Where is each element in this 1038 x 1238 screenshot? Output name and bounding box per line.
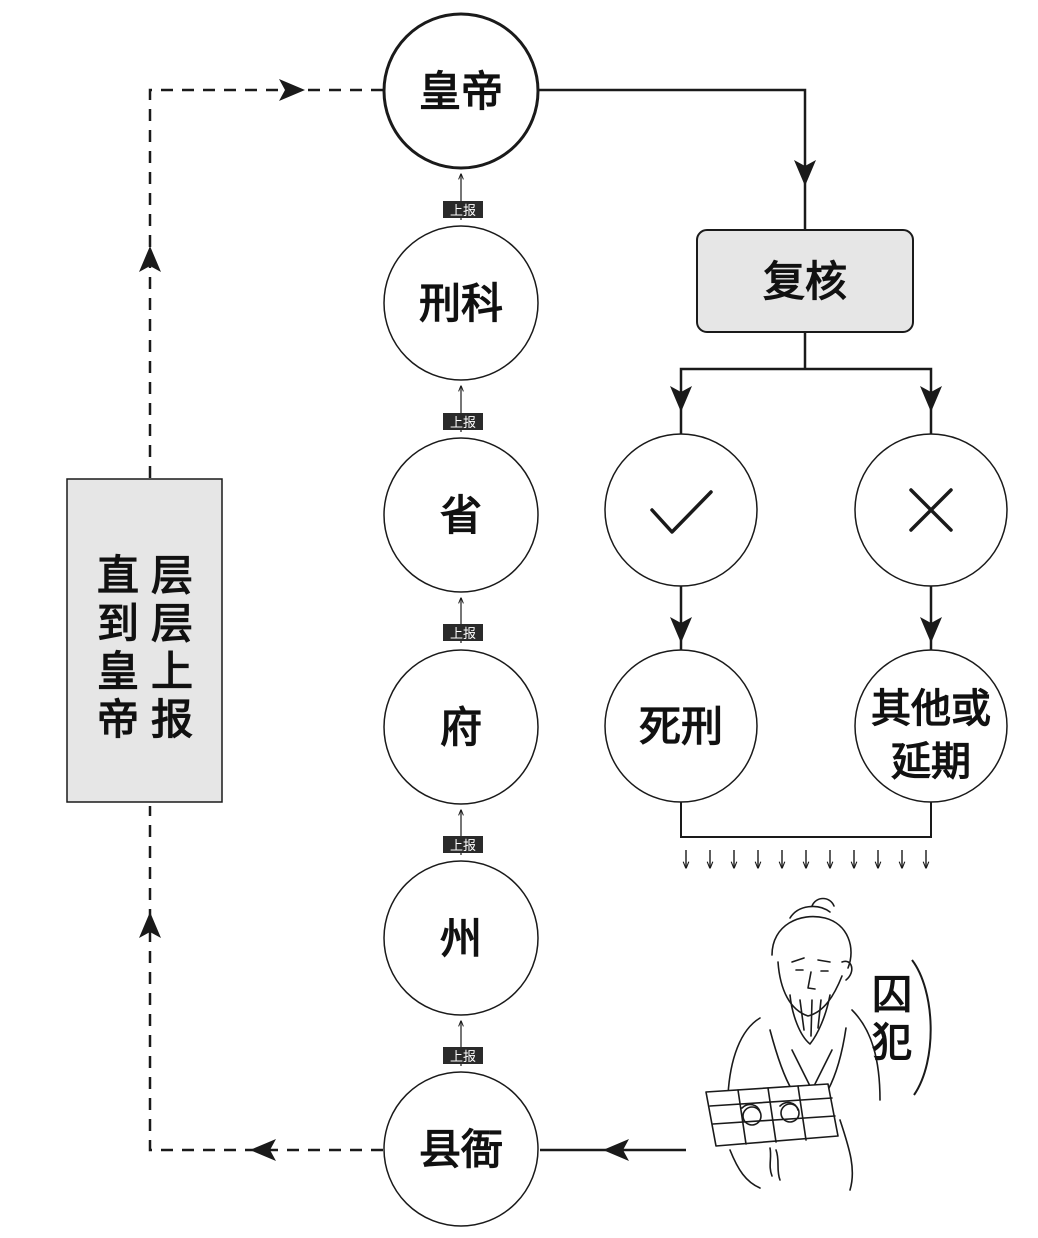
side-box-char: 报 — [151, 695, 193, 744]
node-ministry-label: 刑科 — [419, 279, 503, 328]
report-tag: 上报 — [450, 627, 476, 642]
report-link: 上报 — [443, 810, 483, 855]
prisoner-label-char: 囚 — [872, 971, 912, 1018]
side-box-char: 帝 — [97, 695, 139, 744]
arrow-up-icon — [139, 912, 161, 938]
report-link: 上报 — [443, 1021, 483, 1066]
side-box-char: 层 — [151, 551, 193, 600]
arrow-down-icon — [920, 617, 942, 643]
report-link: 上报 — [443, 174, 483, 220]
node-prefecture: 府 — [383, 649, 539, 805]
prisoner-illustration — [705, 897, 881, 1191]
review-branch-connector — [679, 332, 933, 434]
node-province-label: 省 — [440, 491, 482, 540]
node-department-label: 州 — [440, 914, 482, 963]
arrow-left-icon — [603, 1139, 629, 1161]
node-death-label: 死刑 — [639, 702, 723, 751]
arrow-down-icon — [920, 386, 942, 412]
side-box-char: 直 — [97, 551, 139, 600]
arrow-left-icon — [250, 1139, 276, 1161]
node-province: 省 — [383, 437, 539, 593]
node-approve — [604, 433, 758, 587]
side-box-char: 皇 — [97, 647, 139, 696]
report-link: 上报 — [443, 386, 483, 432]
node-ministry: 刑科 — [383, 225, 539, 381]
arrow-down-icon — [670, 617, 692, 643]
side-box-char: 层 — [151, 599, 193, 648]
check-icon — [650, 490, 713, 534]
node-review: 复核 — [696, 229, 914, 333]
outcome-bracket — [680, 802, 932, 838]
node-emperor-label: 皇帝 — [419, 67, 503, 116]
node-death: 死刑 — [604, 649, 758, 803]
node-other: 其他或 延期 — [854, 649, 1008, 803]
emperor-to-review-connector — [538, 88, 807, 230]
node-review-label: 复核 — [763, 257, 847, 306]
node-other-label: 其他或 — [871, 685, 991, 732]
report-tag: 上报 — [450, 204, 476, 219]
report-tag: 上报 — [450, 839, 476, 854]
arrow-right-icon — [279, 79, 305, 101]
arrow-up-icon — [139, 246, 161, 272]
arrow-down-icon — [794, 160, 816, 186]
node-county: 县衙 — [383, 1071, 539, 1227]
node-prefecture-label: 府 — [440, 703, 482, 752]
report-tag: 上报 — [450, 1050, 476, 1065]
arrow-down-icon — [670, 386, 692, 412]
cross-icon — [909, 488, 953, 532]
side-box: 层 层 上 报 直 到 皇 帝 — [66, 478, 223, 803]
side-box-char: 到 — [97, 599, 139, 648]
outcome-connectors — [679, 586, 933, 650]
node-other-label: 延期 — [891, 738, 971, 785]
node-department: 州 — [383, 860, 539, 1016]
node-county-label: 县衙 — [419, 1125, 503, 1174]
report-link: 上报 — [443, 598, 483, 643]
report-tag: 上报 — [450, 416, 476, 431]
node-reject — [854, 433, 1008, 587]
prisoner-label-char: 犯 — [872, 1019, 912, 1066]
prisoner-label: 囚 犯 — [872, 959, 932, 1096]
small-down-arrows — [686, 850, 926, 868]
prisoner-to-county-connector — [540, 1139, 686, 1161]
dashed-loop-arrowheads — [139, 79, 305, 1161]
node-emperor: 皇帝 — [382, 12, 540, 170]
side-box-char: 上 — [151, 647, 193, 696]
